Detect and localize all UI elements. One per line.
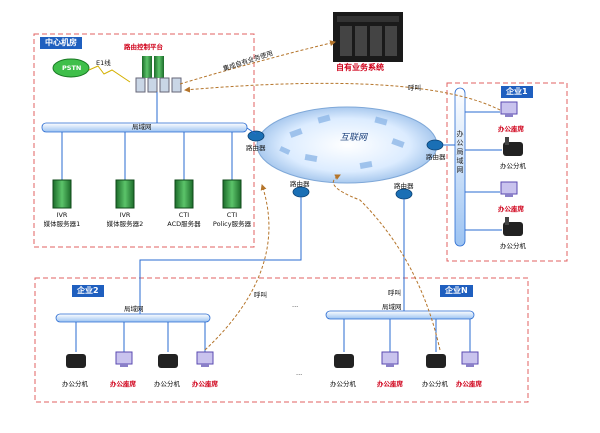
call-label-1: 呼叫	[408, 84, 421, 92]
eN-device-4: 办公座席	[456, 380, 482, 388]
center-lan-bar	[41, 122, 248, 133]
e2-device-1: 办公分机	[62, 380, 88, 388]
routing-platform-label: 路由控制平台	[124, 43, 163, 51]
bottom-devices	[66, 351, 479, 368]
e1-device-4: 办公分机	[500, 242, 526, 250]
e2-device-2: 办公座席	[110, 380, 136, 388]
center-lan-label: 局域网	[132, 123, 152, 131]
enterprise1-box	[446, 82, 568, 262]
enterprise1-lan-label: 办公局域网	[456, 130, 464, 174]
own-system-server	[333, 12, 403, 62]
router-label-3: 路由器	[290, 180, 310, 188]
enterprise2-tag: 企业2	[72, 285, 104, 297]
router-label-1: 路由器	[246, 144, 266, 152]
enterprise1-device-links	[465, 111, 502, 231]
e1-line	[88, 65, 131, 83]
e2-device-3: 办公分机	[154, 380, 180, 388]
call-label-2: 呼叫	[254, 291, 267, 299]
enterpriseN-tag: 企业N	[440, 285, 473, 297]
center-servers	[52, 179, 242, 209]
router-label-4: 路由器	[394, 182, 414, 190]
pstn-cloud	[52, 58, 90, 78]
bottom-device-links	[75, 319, 471, 352]
e1-device-2: 办公分机	[500, 162, 526, 170]
enterprise1-tag: 企业1	[501, 86, 533, 98]
network-links	[139, 127, 457, 314]
internet-cloud	[256, 106, 438, 184]
enterprise1-lan-bar	[454, 87, 466, 247]
ellipsis-1: ...	[292, 301, 299, 309]
ellipsis-2: ...	[296, 369, 303, 377]
routing-platform-servers	[135, 56, 182, 93]
eN-device-1: 办公分机	[330, 380, 356, 388]
enterprise-bottom-box	[34, 277, 529, 403]
e1-device-3: 办公座席	[498, 205, 524, 213]
center-server-links	[61, 132, 233, 180]
router-icons	[247, 130, 444, 200]
enterprise2-lan-label: 局域网	[124, 305, 144, 313]
center-room-tag: 中心机房	[40, 37, 82, 49]
enterprise1-devices	[500, 101, 523, 236]
e2-device-4: 办公座席	[192, 380, 218, 388]
e1-device-1: 办公座席	[498, 125, 524, 133]
enterprise2-lan-bar	[55, 313, 211, 323]
call-label-3: 呼叫	[388, 289, 401, 297]
pstn-label: PSTN	[62, 64, 82, 72]
e1-label: E1线	[96, 59, 111, 67]
enterpriseN-lan-label: 局域网	[382, 303, 402, 311]
enterpriseN-lan-bar	[325, 310, 475, 320]
internet-label: 互联网	[340, 133, 368, 143]
eN-device-2: 办公座席	[377, 380, 403, 388]
eN-device-3: 办公分机	[422, 380, 448, 388]
router-label-2: 路由器	[426, 153, 446, 161]
own-system-label: 自有业务系统	[336, 63, 384, 72]
call-flow-arrows	[179, 40, 501, 351]
